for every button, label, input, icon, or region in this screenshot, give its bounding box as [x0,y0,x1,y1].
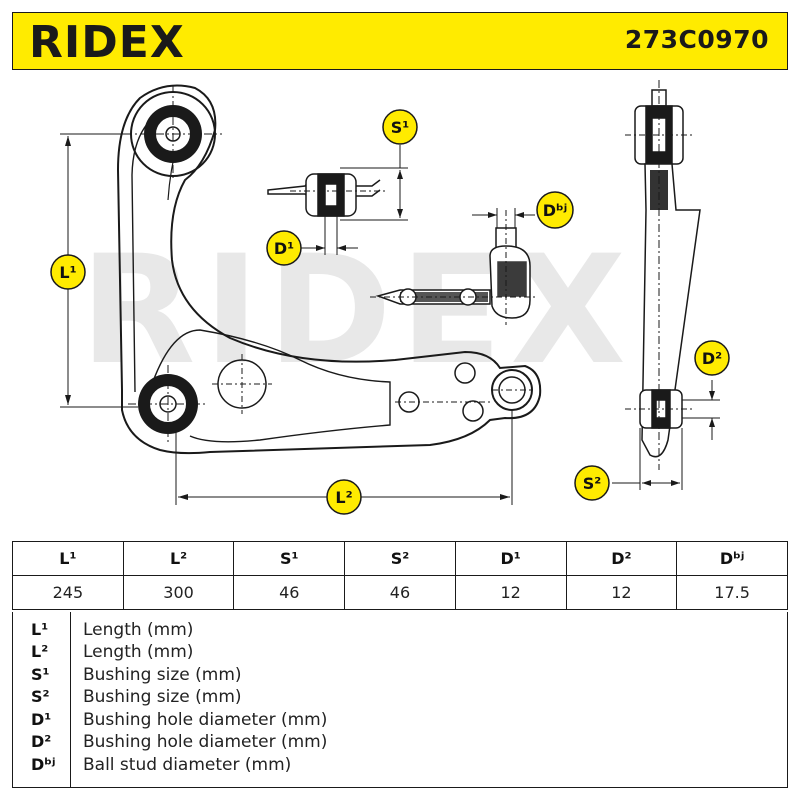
ridex-logo: RIDEX [29,21,185,63]
legend-desc: Ball stud diameter (mm) [83,755,292,775]
legend-item: Dᵇʲ Ball stud diameter (mm) [13,755,787,778]
spec-header-S2: S² [344,541,456,576]
spec-value-L2: 300 [122,575,235,610]
legend-key: S¹ [31,665,50,684]
legend-key: S² [31,687,50,706]
spec-value-row: 245 300 46 46 12 12 17.5 [12,575,788,610]
centerlines [124,85,222,445]
legend-desc: Bushing hole diameter (mm) [83,710,328,730]
badge-S2: S² [574,465,610,501]
badge-L2: L² [326,479,362,515]
ball-joint-side-view [370,210,535,325]
legend-key: L² [31,642,49,661]
bushing-section-S1 [267,173,388,217]
dimension-S1 [340,145,408,221]
dimension-S2 [612,428,683,490]
spec-value-D2: 12 [565,575,678,610]
legend-key: Dᵇʲ [31,755,56,774]
spec-value-L1: 245 [12,575,124,610]
badge-Dbj: Dᵇʲ [536,191,574,229]
badge-D2: D² [694,340,730,376]
legend-item: S² Bushing size (mm) [13,687,787,710]
spec-header-L1: L¹ [12,541,124,576]
legend-key: D¹ [31,710,52,729]
spec-header-D1: D¹ [454,541,567,576]
dimension-D2 [682,380,720,440]
dimension-D1 [300,208,358,255]
legend: L¹ Length (mm) L² Length (mm) S¹ Bushing… [12,612,788,788]
legend-key: D² [31,732,52,751]
legend-key: L¹ [31,620,49,639]
spec-header-S1: S¹ [233,541,346,576]
legend-desc: Length (mm) [83,642,194,662]
svg-text:S²: S² [583,474,602,493]
svg-text:D¹: D¹ [274,239,294,258]
legend-divider [70,612,71,787]
bolt-holes [395,362,490,422]
legend-desc: Bushing size (mm) [83,687,242,707]
spec-header-L2: L² [122,541,235,576]
watermark: RIDEX [80,224,634,398]
dimension-Dbj [472,208,535,228]
spec-value-D1: 12 [454,575,567,610]
legend-item: D¹ Bushing hole diameter (mm) [13,710,787,733]
badge-L1: L¹ [50,254,86,290]
spec-header-D2: D² [565,541,678,576]
control-arm-drawing: RIDEX [50,80,730,515]
spec-header-Dbj: Dᵇʲ [676,541,788,576]
badge-D1: D¹ [266,230,302,266]
part-number: 273C0970 [624,25,769,54]
spec-value-S1: 46 [233,575,346,610]
svg-text:L¹: L¹ [59,263,76,282]
legend-item: S¹ Bushing size (mm) [13,665,787,688]
header-bar: RIDEX 273C0970 [12,12,788,70]
arm-side-view [625,80,701,470]
spec-table: L¹ L² S¹ S² D¹ D² Dᵇʲ 245 300 46 46 12 1… [12,541,788,610]
svg-text:Dᵇʲ: Dᵇʲ [543,201,567,220]
legend-desc: Length (mm) [83,620,194,640]
svg-text:S¹: S¹ [391,118,410,137]
mid-hole [212,354,272,414]
legend-desc: Bushing hole diameter (mm) [83,732,328,752]
spec-value-Dbj: 17.5 [676,575,788,610]
legend-item: D² Bushing hole diameter (mm) [13,732,787,755]
spec-value-S2: 46 [344,575,456,610]
legend-item: L² Length (mm) [13,642,787,665]
legend-item: L¹ Length (mm) [13,620,787,643]
svg-text:L²: L² [335,488,352,507]
legend-desc: Bushing size (mm) [83,665,242,685]
spec-header-row: L¹ L² S¹ S² D¹ D² Dᵇʲ [12,541,788,576]
logo-text: RIDEX [29,21,185,63]
svg-text:D²: D² [702,349,722,368]
badge-S1: S¹ [382,109,418,145]
